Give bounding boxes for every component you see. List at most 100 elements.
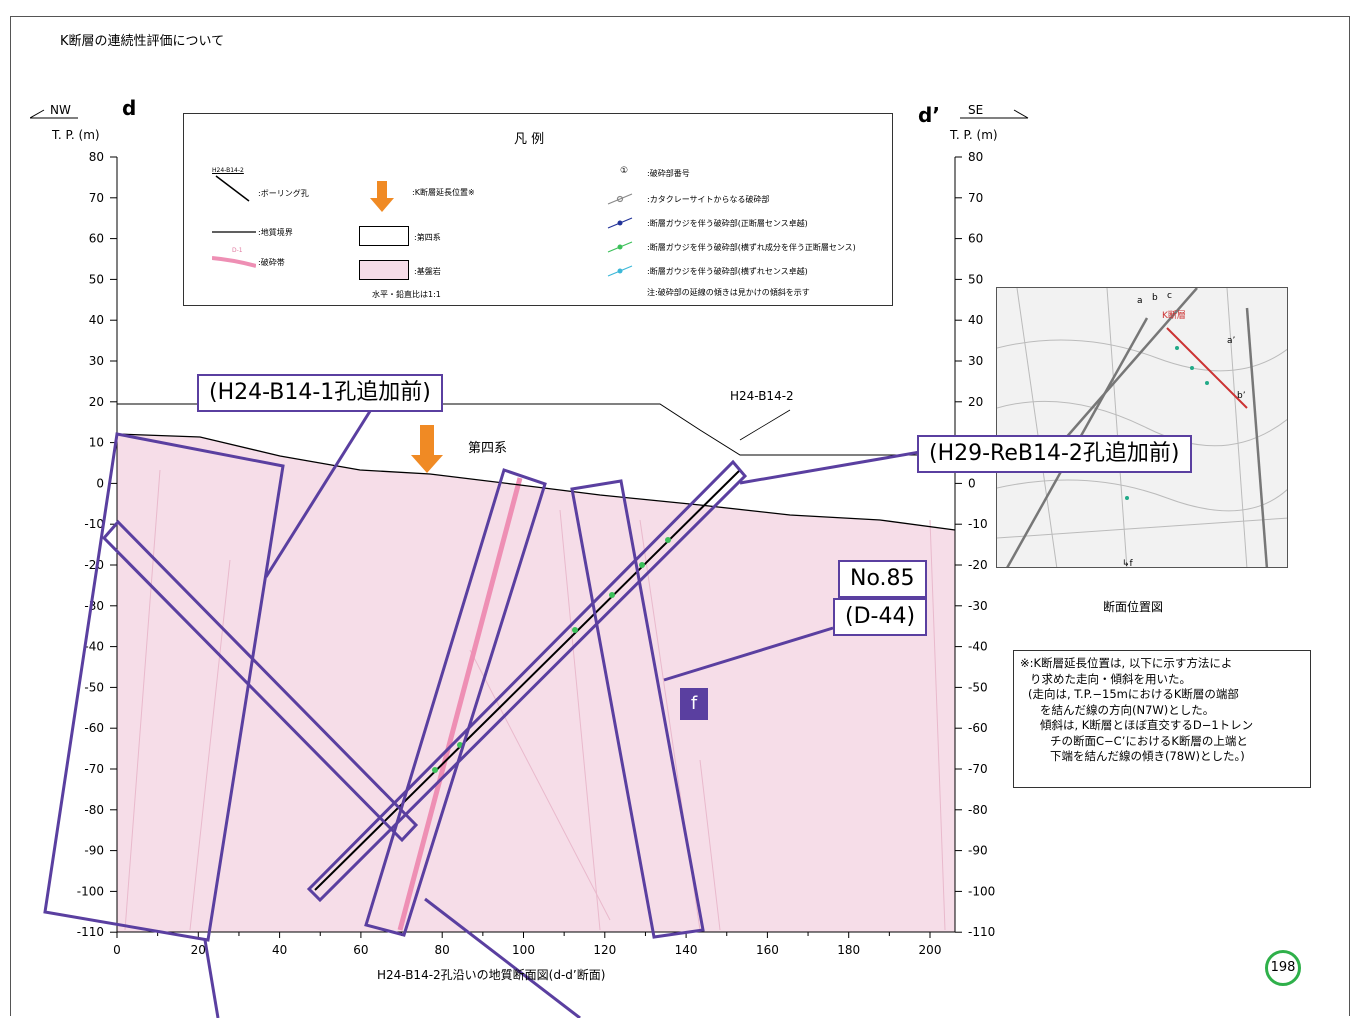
callout-rect-h24 (43, 432, 285, 942)
y-tick-label-right: -20 (968, 558, 988, 572)
x-tick-label: 140 (675, 943, 698, 957)
callout-rect-fracture (364, 468, 547, 937)
y-tick-label-left: -20 (84, 558, 104, 572)
legend-borehole-sample: H24-B14-2 (212, 167, 244, 174)
right-direction: SE (968, 103, 984, 117)
note-line: を結んだ線の方向(N7W)とした。 (1040, 702, 1215, 717)
svg-text:b’: b’ (1237, 391, 1246, 401)
y-tick-label-left: -110 (77, 925, 104, 939)
y-tick-label-right: -60 (968, 721, 988, 735)
left-direction-line (30, 109, 78, 119)
x-tick-label: 180 (837, 943, 860, 957)
note-line: り求めた走向・傾斜を用いた。 (1030, 671, 1191, 686)
x-tick-label: 60 (353, 943, 368, 957)
y-tick-label-left: -30 (84, 599, 104, 613)
fracture-zone-band (397, 477, 523, 931)
y-tick-label-right: -40 (968, 640, 988, 654)
y-axis-unit-right: T. P. (m) (950, 128, 998, 142)
legend-frac-no: :破砕部番号 (647, 169, 690, 178)
x-tick-label: 80 (435, 943, 450, 957)
legend-gouge-normal: :断層ガウジを伴う破砕部(正断層センス卓越) (647, 219, 808, 228)
y-tick-label-left: -100 (77, 884, 104, 898)
svg-text:K断層: K断層 (1162, 309, 1186, 321)
callout-h24-b14-1: (H24-B14-1孔追加前) (197, 374, 443, 412)
quaternary-label: 第四系 (468, 441, 508, 456)
y-tick-label-left: 20 (89, 395, 104, 409)
right-direction-line (960, 109, 1029, 119)
ground-surface (116, 433, 956, 531)
y-axis-left: 80706050403020100-10-20-30-40-50-60-70-8… (77, 150, 118, 939)
slide-frame (10, 16, 1350, 1016)
svg-text:↳f: ↳f (1122, 559, 1134, 568)
legend-fracture-icons (607, 193, 633, 277)
legend-frac-no-symbol: ① (620, 166, 629, 176)
legend-cataclasite: :カタクレーサイトからなる破砕部 (647, 195, 770, 204)
note-line: 下端を結んだ線の傾き(78W)とした。) (1050, 749, 1245, 763)
callout-rectangles (43, 432, 748, 942)
y-tick-label-left: 80 (89, 150, 104, 164)
y-axis-right: 80706050403020100-10-20-30-40-50-60-70-8… (954, 150, 995, 939)
y-tick-label-left: -10 (84, 517, 104, 531)
y-tick-label-left: -40 (84, 640, 104, 654)
y-tick-label-right: 50 (968, 272, 983, 286)
y-tick-label-right: 60 (968, 232, 983, 246)
callout-h29-reb14-2: (H29-ReB14-2孔追加前) (917, 435, 1192, 473)
y-tick-label-right: 30 (968, 354, 983, 368)
y-tick-label-right: 70 (968, 191, 983, 205)
legend-quaternary: :第四系 (414, 233, 441, 242)
section-caption: H24-B14-2孔沿いの地質断面図(d-d’断面) (377, 968, 606, 982)
section-start-label: d (122, 96, 137, 120)
legend-k-arrow-icon (370, 181, 394, 212)
x-tick-label: 40 (272, 943, 287, 957)
legend-k-position: :K断層延長位置※ (412, 188, 475, 197)
y-tick-label-right: -10 (968, 517, 988, 531)
svg-text:a’: a’ (1227, 336, 1236, 346)
legend-borehole: :ボーリング孔 (258, 189, 309, 198)
y-tick-label-right: -90 (968, 844, 988, 858)
callout-d44: (D-44) (833, 598, 928, 636)
fault-traces (124, 469, 946, 931)
callout-leaders (203, 407, 921, 1018)
legend-boundary: :地質境界 (258, 228, 293, 237)
y-tick-label-left: -50 (84, 680, 104, 694)
x-tick-label: 20 (191, 943, 206, 957)
map-caption: 断面位置図 (1103, 600, 1164, 614)
note-line: (走向は, T.P.−15mにおけるK断層の端部 (1028, 687, 1239, 701)
note-line: 傾斜は, K断層とほぼ直交するD−1トレン (1040, 718, 1254, 732)
callout-rect-borehole (306, 459, 748, 903)
x-tick-label: 120 (593, 943, 616, 957)
svg-text:b: b (1152, 293, 1158, 303)
y-tick-label-left: -60 (84, 721, 104, 735)
note-box: ※:K断層延長位置は, 以下に示す方法によ り求めた走向・傾斜を用いた。 (走向… (1013, 650, 1311, 788)
y-axis-unit-left: T. P. (m) (52, 128, 100, 142)
page-number-badge: 198 (1265, 950, 1301, 986)
k-fault-position-arrow (411, 425, 443, 473)
y-tick-label-left: 60 (89, 232, 104, 246)
y-tick-label-right: -30 (968, 599, 988, 613)
legend-boundary-icon (212, 231, 256, 233)
callout-rect-d44 (570, 479, 705, 939)
y-tick-label-left: 10 (89, 436, 104, 450)
legend-quaternary-swatch (359, 226, 409, 246)
y-tick-label-right: -70 (968, 762, 988, 776)
callout-no85: No.85 (838, 560, 927, 598)
svg-text:a: a (1137, 296, 1143, 306)
y-tick-label-left: -70 (84, 762, 104, 776)
legend-borehole-icon (215, 175, 250, 202)
callout-f: f (680, 688, 708, 720)
y-tick-label-right: 80 (968, 150, 983, 164)
y-tick-label-left: 40 (89, 313, 104, 327)
y-tick-label-right: -100 (968, 884, 995, 898)
legend: 凡 例 H24-B14-2 :ボーリング孔 :地質境界 D-1 :破砕帯 :K断… (183, 113, 893, 306)
x-tick-label: 200 (919, 943, 942, 957)
legend-bedrock-swatch (359, 260, 409, 280)
legend-bedrock: :基盤岩 (414, 267, 441, 276)
page-title: K断層の連続性評価について (60, 34, 225, 49)
legend-scale: 水平・鉛直比は1:1 (372, 290, 441, 299)
legend-gouge-oblique: :断層ガウジを伴う破砕部(横ずれ成分を伴う正断層センス) (647, 243, 856, 252)
